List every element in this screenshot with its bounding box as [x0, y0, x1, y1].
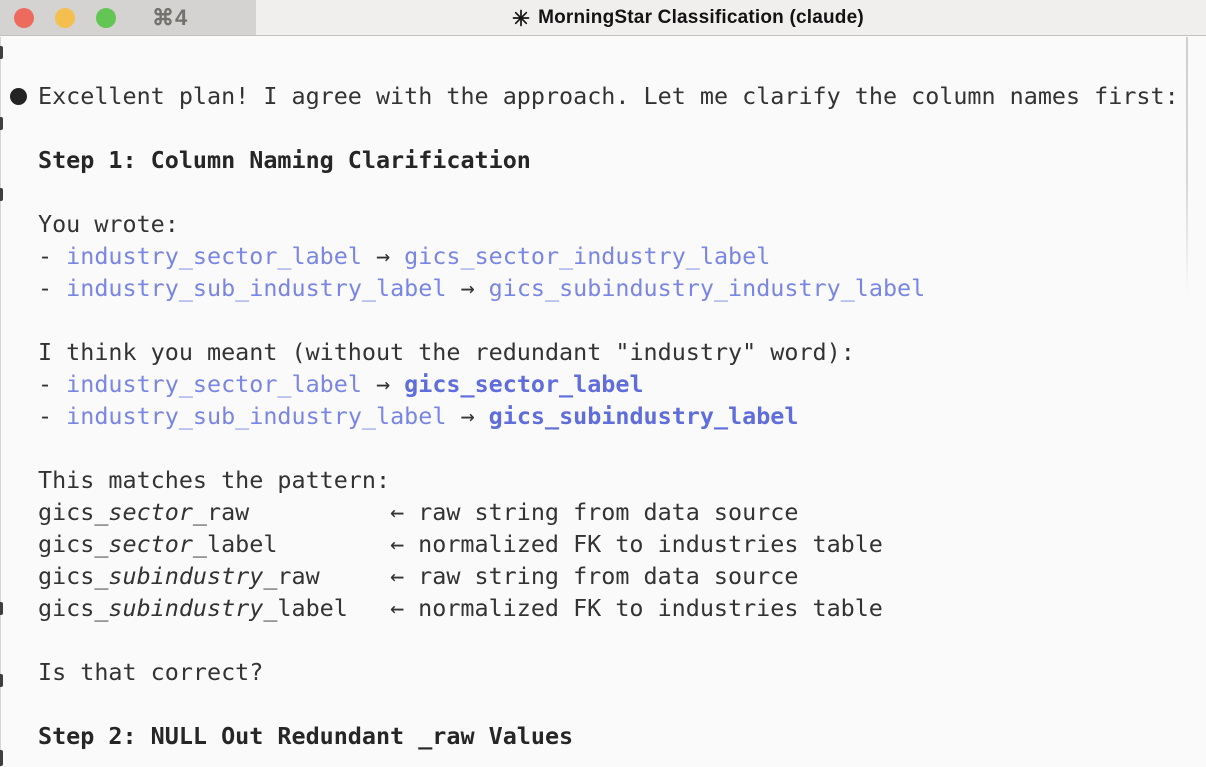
pattern-row: gics_subindustry_raw ← raw string from da… — [38, 560, 1206, 592]
column-em: subindustry — [108, 594, 264, 622]
column-suffix: _raw — [263, 562, 320, 590]
code-token-from: industry_sub_industry_label — [66, 274, 447, 302]
column-annotation: ← normalized FK to industries table — [390, 528, 883, 560]
code-token-from: industry_sector_label — [66, 370, 362, 398]
arrow-left-icon: ← — [390, 498, 405, 526]
list-dash: - — [38, 242, 67, 270]
column-em: sector — [108, 530, 193, 558]
arrow-left-icon: ← — [390, 594, 405, 622]
spark-asterisk-icon — [512, 9, 530, 26]
code-token-to: gics_subindustry_label — [488, 402, 799, 430]
window-titlebar: ⌘4 MorningStar Classification (claude) — [0, 0, 1206, 36]
terminal-output: Excellent plan! I agree with the approac… — [0, 37, 1206, 767]
column-name: gics_subindustry_label — [38, 594, 348, 622]
meant-label: I think you meant (without the redundant… — [38, 338, 855, 366]
column-annotation: ← raw string from data source — [390, 496, 798, 528]
arrow-left-icon: ← — [390, 530, 405, 558]
column-prefix: gics_ — [38, 530, 109, 558]
confirm-question: Is that correct? — [38, 658, 264, 686]
tab-shortcut-label: ⌘4 — [152, 4, 189, 30]
window-edge-artifact — [0, 117, 3, 130]
message-bullet-icon — [10, 88, 27, 105]
meant-mapping-row: - industry_sub_industry_label → gics_sub… — [38, 400, 1206, 432]
annotation-text: raw string from data source — [404, 498, 799, 526]
column-suffix: _label — [263, 594, 348, 622]
annotation-text: normalized FK to industries table — [404, 594, 883, 622]
column-annotation: ← raw string from data source — [390, 560, 798, 592]
code-token-to: gics_sector_industry_label — [404, 242, 771, 270]
pattern-row: gics_sector_label ← normalized FK to indu… — [38, 528, 1206, 560]
window-controls-area: ⌘4 — [0, 0, 256, 35]
annotation-text: raw string from data source — [404, 562, 799, 590]
arrow-right-icon: → — [361, 370, 405, 398]
wrote-mapping-row: - industry_sector_label → gics_sector_in… — [38, 240, 1206, 272]
column-suffix: _label — [192, 530, 278, 558]
annotation-text: normalized FK to industries table — [404, 530, 883, 558]
code-token-from: industry_sub_industry_label — [66, 402, 447, 430]
list-dash: - — [38, 402, 67, 430]
traffic-lights — [14, 7, 116, 28]
step1-heading: Step 1: Column Naming Clarification — [38, 146, 531, 174]
you-wrote-label: You wrote: — [38, 210, 179, 238]
column-annotation: ← normalized FK to industries table — [390, 592, 883, 624]
arrow-left-icon: ← — [390, 562, 405, 590]
pattern-row: gics_subindustry_label ← normalized FK to… — [38, 592, 1206, 624]
list-dash: - — [38, 370, 67, 398]
arrow-right-icon: → — [446, 274, 489, 302]
column-prefix: gics_ — [38, 594, 109, 622]
close-button[interactable] — [14, 7, 34, 28]
step2-heading: Step 2: NULL Out Redundant _raw Values — [38, 722, 574, 750]
code-token-to: gics_subindustry_industry_label — [488, 274, 926, 302]
pattern-row: gics_sector_raw ← raw string from data so… — [38, 496, 1206, 528]
code-token-to: gics_sector_label — [404, 370, 644, 398]
column-name: gics_sector_label — [38, 530, 277, 558]
column-prefix: gics_ — [38, 498, 109, 526]
column-suffix: _raw — [192, 498, 250, 526]
window-edge-artifact — [0, 602, 3, 615]
column-em: sector — [108, 498, 193, 526]
terminal-tab-active[interactable]: MorningStar Classification (claude) — [256, 0, 1206, 35]
wrote-mapping-row: - industry_sub_industry_label → gics_sub… — [38, 272, 1206, 304]
code-token-from: industry_sector_label — [66, 242, 362, 270]
window-edge-artifact — [0, 188, 3, 201]
window-edge-artifact — [0, 674, 3, 687]
window-right-border — [1186, 37, 1188, 297]
column-name: gics_sector_raw — [38, 498, 249, 526]
window-edge-artifact — [0, 750, 3, 766]
arrow-right-icon: → — [446, 402, 489, 430]
meant-mapping-row: - industry_sector_label → gics_sector_la… — [38, 368, 1206, 400]
minimize-button[interactable] — [55, 7, 75, 28]
window-title-text: MorningStar Classification (claude) — [538, 6, 864, 28]
window-title: MorningStar Classification (claude) — [512, 7, 864, 29]
intro-text: Excellent plan! I agree with the approac… — [38, 82, 1179, 110]
window-left-border — [0, 37, 1, 767]
column-name: gics_subindustry_raw — [38, 562, 320, 590]
window-edge-artifact — [0, 46, 3, 59]
pattern-label: This matches the pattern: — [38, 466, 391, 494]
message-intro-line: Excellent plan! I agree with the approac… — [38, 80, 1206, 112]
zoom-button[interactable] — [96, 7, 116, 28]
arrow-right-icon: → — [361, 242, 405, 270]
column-em: subindustry — [108, 562, 264, 590]
list-dash: - — [38, 274, 67, 302]
column-prefix: gics_ — [38, 562, 109, 590]
